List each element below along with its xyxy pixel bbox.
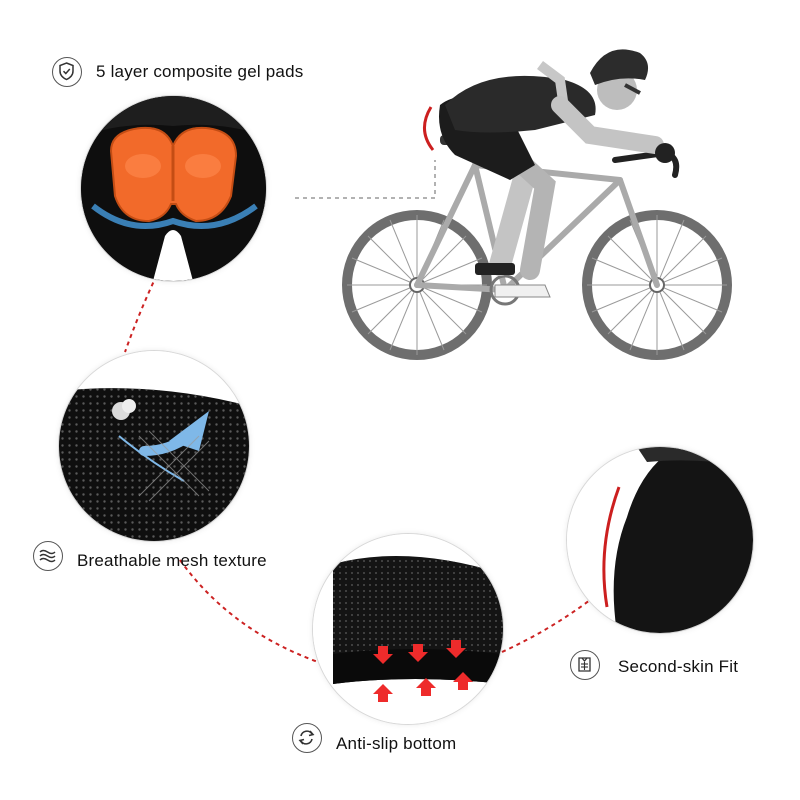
rotate-arrows-icon [292,723,322,753]
cyclist-illustration [342,49,732,360]
second-skin-label: Second-skin Fit [618,657,739,676]
anti-slip-label: Anti-slip bottom [336,734,457,753]
wave-layers-icon [33,541,63,571]
shirt-fit-icon [570,650,600,680]
shield-check-icon [52,57,82,87]
gel-pads-label: 5 layer composite gel pads [96,62,304,81]
second-skin-closeup [566,446,754,634]
mesh-label: Breathable mesh texture [77,551,267,570]
anti-slip-closeup [312,533,504,725]
mesh-fabric-closeup [58,350,250,542]
gel-pad-closeup [80,95,267,282]
